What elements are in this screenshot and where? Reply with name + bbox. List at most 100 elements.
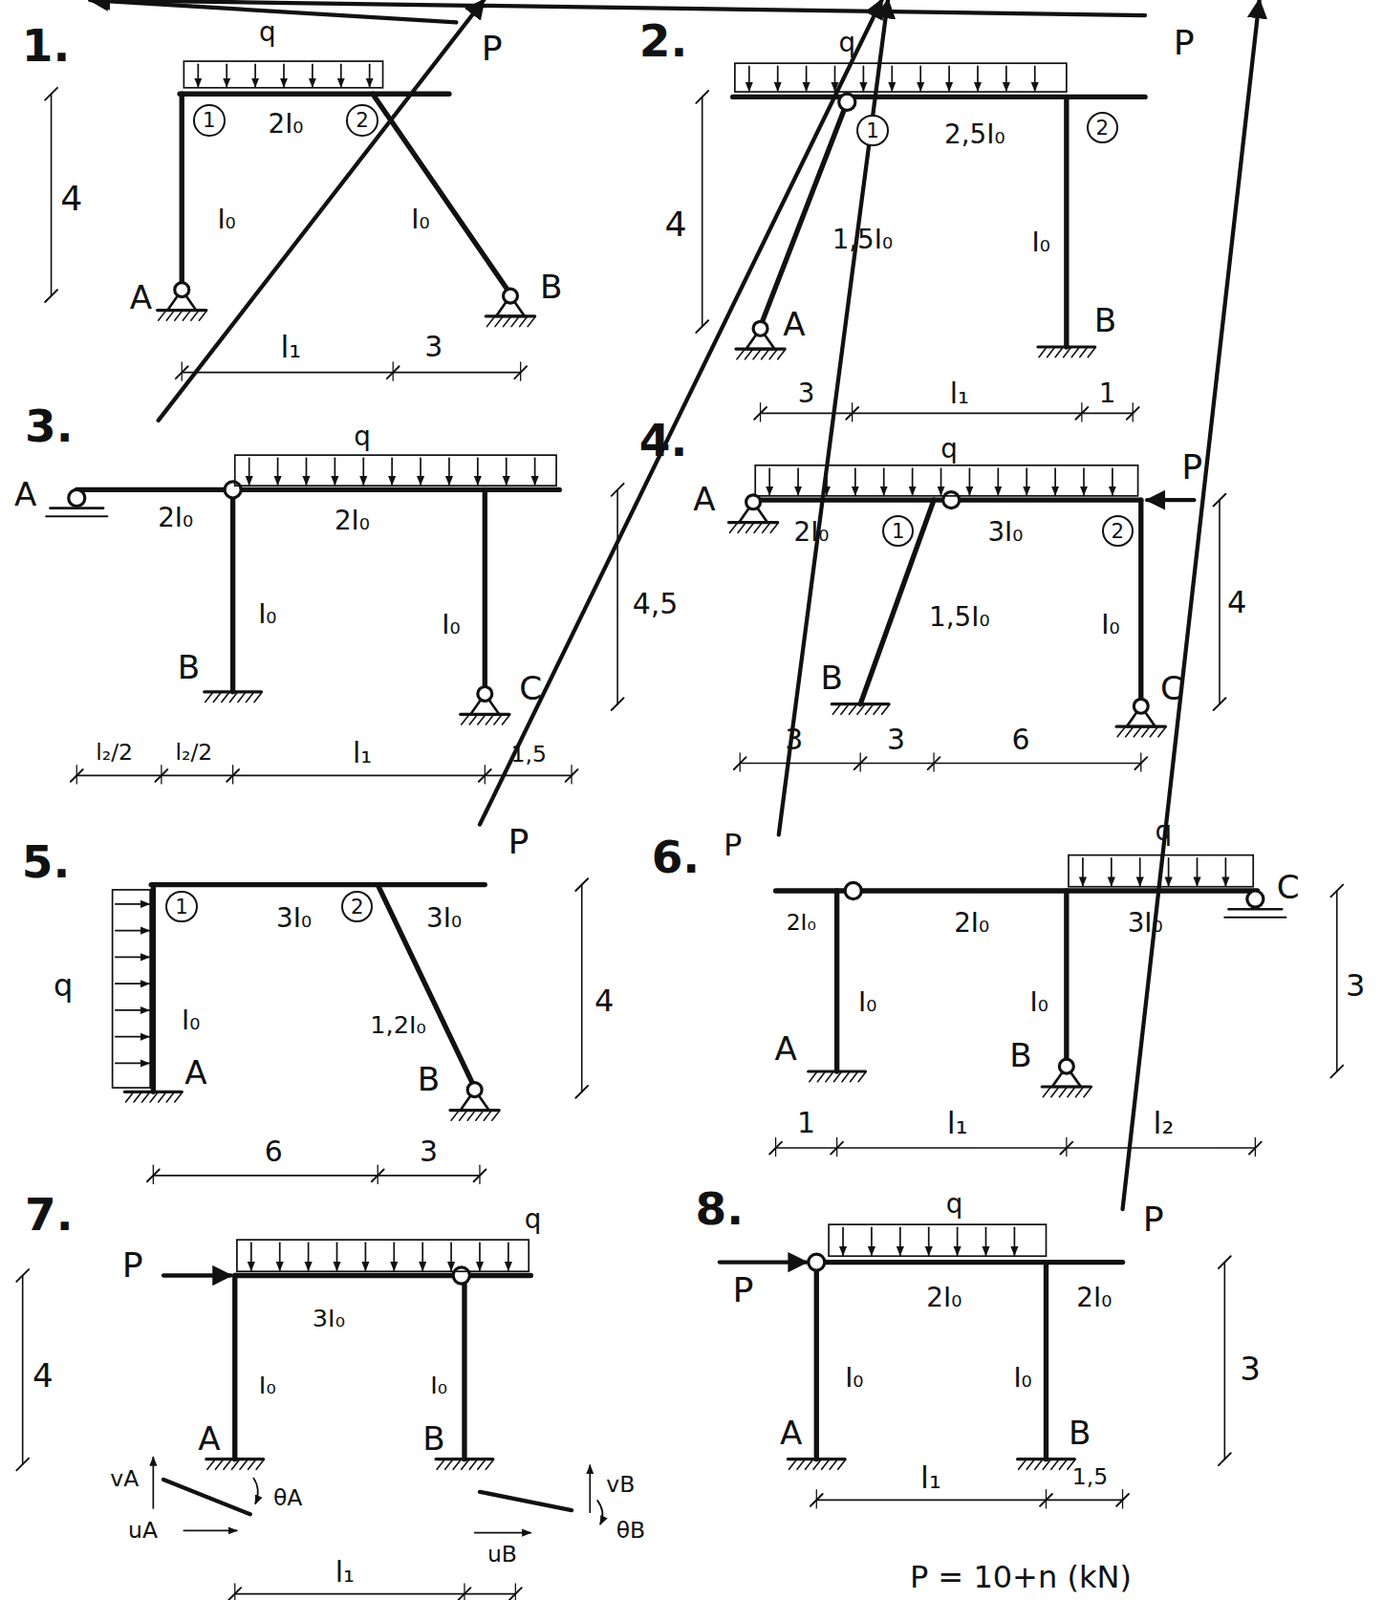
displacement-label: vB: [605, 1471, 635, 1498]
load-arrow: [842, 1227, 844, 1255]
load-arrow: [450, 1242, 453, 1271]
dimension-tick: [1213, 697, 1227, 711]
ground-hatch: [1158, 727, 1166, 737]
joint-number: 1: [174, 896, 189, 917]
frame-member: [860, 499, 934, 705]
support-label: C: [518, 669, 542, 708]
load-arrow: [392, 1242, 395, 1271]
extension-line: [1254, 1137, 1256, 1156]
ground-hatch: [198, 311, 206, 322]
ground-hatch: [1087, 347, 1095, 358]
dimension-tick: [575, 1085, 588, 1099]
pin-joint: [753, 321, 768, 336]
ground-hatch: [754, 523, 761, 534]
load-arrow: [805, 65, 808, 91]
extension-line: [463, 1583, 465, 1600]
support-label: A: [782, 305, 805, 344]
ground-hatch: [459, 1111, 467, 1122]
load-arrow: [976, 65, 979, 91]
extension-line: [152, 1165, 154, 1184]
ground-hatch: [166, 1092, 173, 1103]
ground-hatch: [1038, 347, 1046, 358]
ground-hatch: [1051, 1087, 1059, 1098]
ground-hatch: [133, 1092, 141, 1103]
roller-line: [50, 506, 105, 510]
joint-number-circle: 1: [193, 104, 225, 136]
roller-support: [1247, 890, 1264, 908]
ground-hatch: [761, 349, 769, 360]
ground-hatch: [239, 1460, 247, 1470]
stiffness-label: 3I₀: [987, 517, 1023, 548]
load-arrow: [305, 457, 308, 485]
frame-member: [179, 93, 185, 288]
extension-line: [860, 753, 862, 772]
dimension: l₁: [947, 1104, 969, 1141]
frame-member: [816, 1259, 1123, 1265]
ground-hatch: [142, 1092, 150, 1103]
distributed-load: [183, 61, 383, 88]
dimension: 4: [664, 204, 687, 245]
ground-hatch: [511, 317, 519, 327]
distributed-load: [734, 63, 1067, 92]
pin-joint: [503, 288, 519, 303]
load-arrow: [899, 1227, 902, 1255]
load-arrow: [507, 1242, 510, 1271]
ground-hatch: [838, 1460, 845, 1470]
displacement-label: uB: [487, 1542, 518, 1569]
stiffness-label: 2I₀: [1076, 1282, 1112, 1314]
problem-number: 2.: [639, 15, 689, 67]
ground-hatch: [833, 1072, 841, 1082]
load-arrow: [911, 468, 914, 496]
stiffness-label: 2I₀: [334, 505, 370, 537]
ground-hatch: [158, 311, 166, 322]
dimension: 3: [424, 330, 443, 364]
dimension-line: [581, 885, 584, 1093]
problem-number: 1.: [21, 20, 71, 72]
frame-member: [814, 1262, 820, 1460]
stiffness-label: 3I₀: [312, 1304, 346, 1333]
force-label: P: [508, 821, 530, 863]
ground-hatch: [753, 349, 760, 360]
ground-hatch: [842, 1072, 849, 1082]
distributed-load: [828, 1224, 1046, 1256]
load-label: q: [524, 1204, 542, 1235]
joint-number: 2: [355, 109, 369, 130]
ground-hatch: [469, 714, 476, 725]
extension-line: [234, 1583, 236, 1600]
ground-hatch: [1055, 347, 1062, 358]
extension-line: [836, 1137, 838, 1156]
ground-hatch: [865, 705, 873, 715]
distributed-load: [112, 889, 152, 1088]
dimension-tick: [1330, 885, 1343, 898]
joint-number: 1: [891, 520, 906, 541]
support-label: A: [184, 1055, 207, 1093]
support-label: B: [821, 659, 843, 697]
dimension-tick: [16, 1458, 29, 1471]
frame-member: [1138, 499, 1144, 705]
ground-hatch: [475, 1111, 483, 1122]
load-arrow: [1111, 468, 1114, 496]
load-arrow: [1025, 468, 1028, 496]
frame-member: [461, 1277, 467, 1460]
ground-hatch: [492, 1111, 499, 1122]
point-load-arrow: [91, 0, 1146, 16]
frame-member: [230, 489, 236, 692]
ground-hatch: [821, 1460, 829, 1470]
extension-line: [377, 1165, 379, 1184]
ground-hatch: [1080, 347, 1087, 358]
ground-hatch: [486, 317, 494, 327]
roller-support: [68, 489, 86, 506]
load-arrow: [340, 64, 343, 87]
force-label: P: [732, 1270, 754, 1311]
ground-line: [45, 515, 108, 518]
dimension-line: [235, 1593, 517, 1596]
ground-hatch: [461, 1460, 469, 1470]
pin-joint: [746, 495, 761, 510]
load-arrow: [448, 457, 451, 485]
load-arrow: [883, 468, 886, 496]
stiffness-label: 3I₀: [426, 903, 462, 934]
load-arrow: [307, 1242, 310, 1271]
displacement-arrow: [588, 1465, 591, 1513]
load-arrow: [1139, 858, 1142, 886]
dimension: 1,5: [1072, 1465, 1108, 1492]
